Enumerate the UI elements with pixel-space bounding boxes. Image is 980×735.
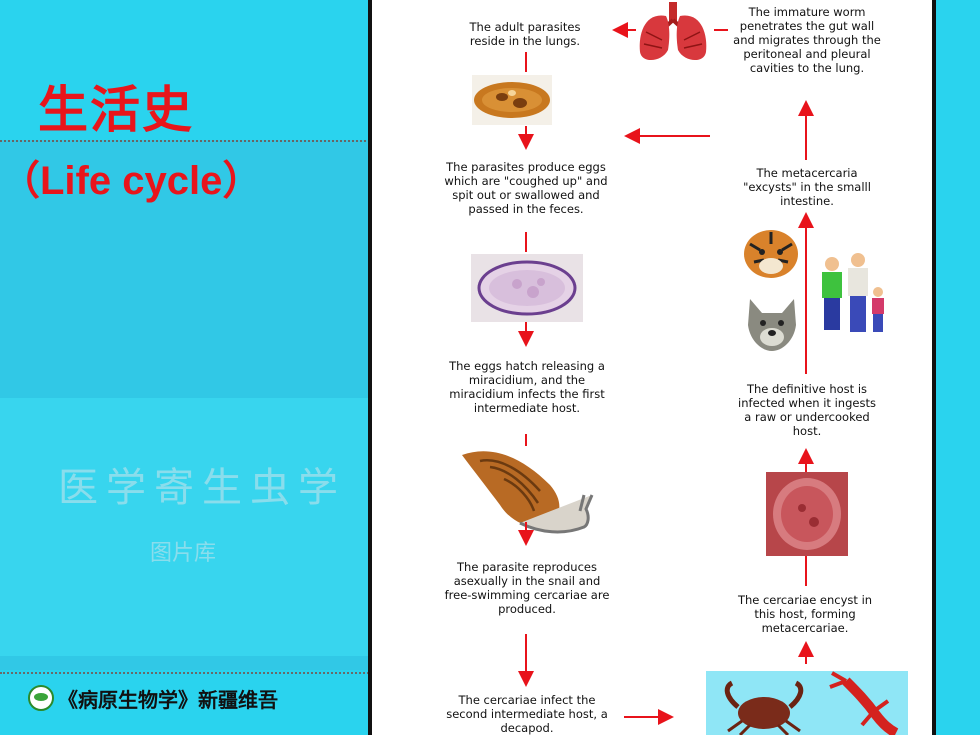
crab-lobster-image	[706, 671, 908, 735]
slide-title-en: （Life cycle）	[0, 159, 263, 203]
step-migrate-text: The immature worm penetrates the gut wal…	[733, 5, 881, 75]
snail-image	[462, 451, 594, 534]
step-hatch-text: The eggs hatch releasing a miracidium, a…	[449, 359, 605, 415]
egg-image	[471, 254, 583, 322]
step-infect-second-text: The cercariae infect the second intermed…	[446, 693, 608, 735]
footer-text: 《病原生物学》新疆维吾	[58, 688, 278, 712]
step-excyst-text: The metacercaria "excysts" in the smalll…	[743, 166, 871, 208]
watermark-title: 医学寄生虫学	[58, 465, 346, 511]
footer-credit: 《病原生物学》新疆维吾	[28, 684, 278, 713]
family-image	[822, 253, 884, 332]
step-eggs-produced-text: The parasites produce eggs which are "co…	[444, 160, 608, 216]
tiger-image	[744, 230, 798, 278]
panel-border-right	[932, 0, 936, 735]
adult-fluke-image	[472, 75, 552, 125]
school-logo-icon	[28, 685, 54, 711]
step-reproduce-text: The parasite reproduces asexually in the…	[444, 560, 610, 616]
panel-border-left	[368, 0, 372, 735]
divider-top	[0, 140, 370, 142]
metacercaria-image	[766, 472, 848, 556]
lungs-image	[639, 2, 707, 61]
step-definitive-text: The definitive host is infected when it …	[738, 382, 876, 438]
watermark-panel	[0, 398, 370, 656]
life-cycle-diagram	[372, 0, 932, 735]
background-right-strip	[936, 0, 980, 735]
wolf-image	[748, 299, 796, 351]
step-encyst-text: The cercariae encyst in this host, formi…	[737, 593, 873, 635]
slide-title-cn: 生活史	[38, 81, 194, 139]
step-adult-text: The adult parasites reside in the lungs.	[469, 20, 581, 48]
watermark-subtitle: 图片库	[150, 541, 217, 566]
